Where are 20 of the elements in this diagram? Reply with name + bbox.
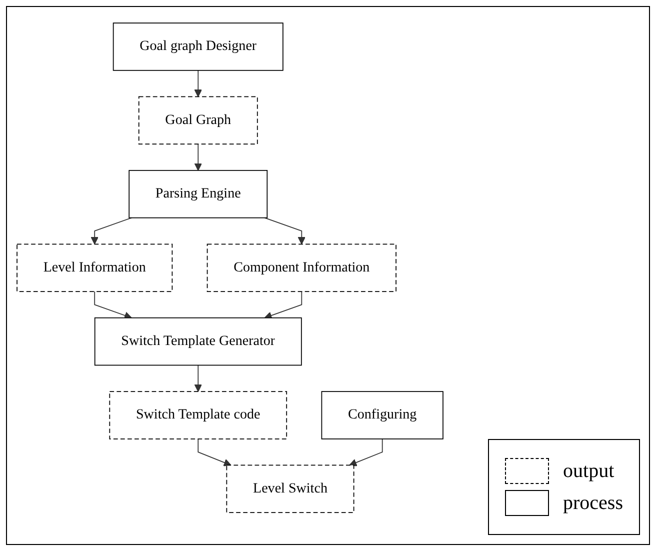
- arrow: [198, 438, 232, 466]
- arrow: [90, 218, 132, 245]
- arrow: [94, 291, 132, 320]
- node-box: Goal Graph: [138, 96, 258, 145]
- node-box: Component Information: [206, 244, 396, 292]
- node-box: Goal graph Designer: [112, 22, 284, 71]
- node-box: Parsing Engine: [128, 170, 268, 218]
- arrow: [264, 218, 306, 245]
- legend-label: output: [563, 460, 614, 482]
- node-box: Switch Template Generator: [94, 318, 302, 366]
- node-box: Level Switch: [226, 464, 354, 514]
- node-box: Level Information: [16, 244, 173, 292]
- node-box: Switch Template code: [109, 391, 288, 440]
- arrow: [194, 364, 202, 392]
- legend-label: process: [563, 492, 623, 514]
- node-box: Configuring: [321, 391, 444, 440]
- arrow: [264, 291, 302, 320]
- arrow: [194, 70, 202, 98]
- arrow: [194, 144, 202, 171]
- arrow: [349, 438, 383, 466]
